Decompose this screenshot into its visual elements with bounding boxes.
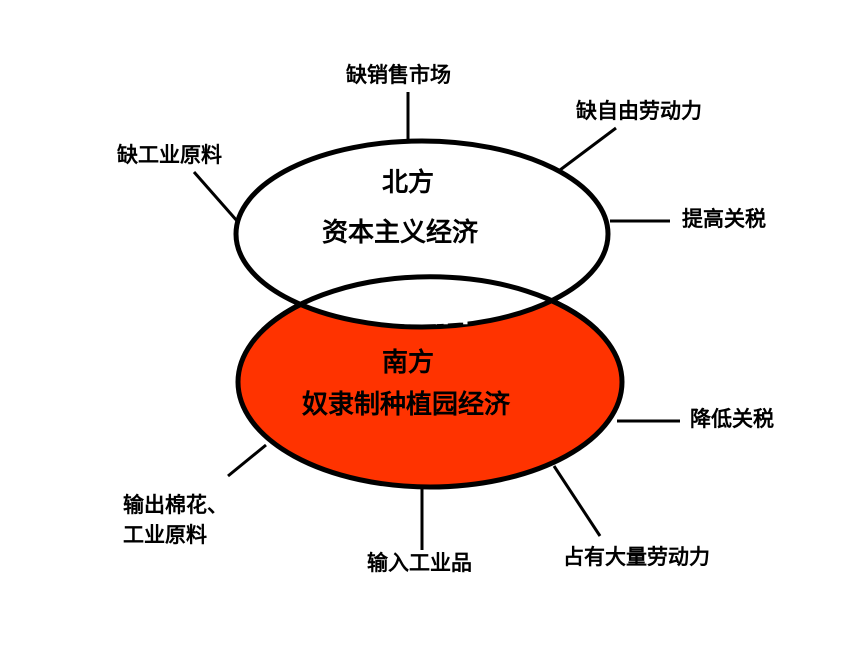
- label-lower-tariff: 降低关税: [690, 407, 774, 431]
- south-title: 南方: [382, 348, 435, 378]
- label-own-labor: 占有大量劳动力: [563, 545, 710, 569]
- north-economy-ellipse: [233, 138, 611, 330]
- north-title: 北方: [382, 168, 435, 198]
- label-raise-tariff: 提高关税: [682, 207, 766, 231]
- label-no-market: 缺销售市场: [346, 63, 451, 87]
- label-export-line1: 输出棉花、: [123, 493, 228, 517]
- label-export-line2: 工业原料: [123, 523, 207, 547]
- conflict-label: 矛盾: [392, 284, 472, 330]
- south-economy-name: 奴隶制种植园经济: [302, 390, 511, 420]
- connector-no-materials: [192, 171, 240, 223]
- label-import-goods: 输入工业品: [367, 551, 472, 575]
- connector-own-labor: [552, 465, 602, 537]
- label-no-labor: 缺自由劳动力: [576, 99, 702, 123]
- south-ellipse-overlap-arc: [261, 274, 599, 332]
- label-no-materials: 缺工业原料: [117, 143, 222, 167]
- connector-no-labor: [559, 126, 617, 172]
- connector-export: [227, 443, 267, 478]
- north-economy-name: 资本主义经济: [322, 218, 479, 248]
